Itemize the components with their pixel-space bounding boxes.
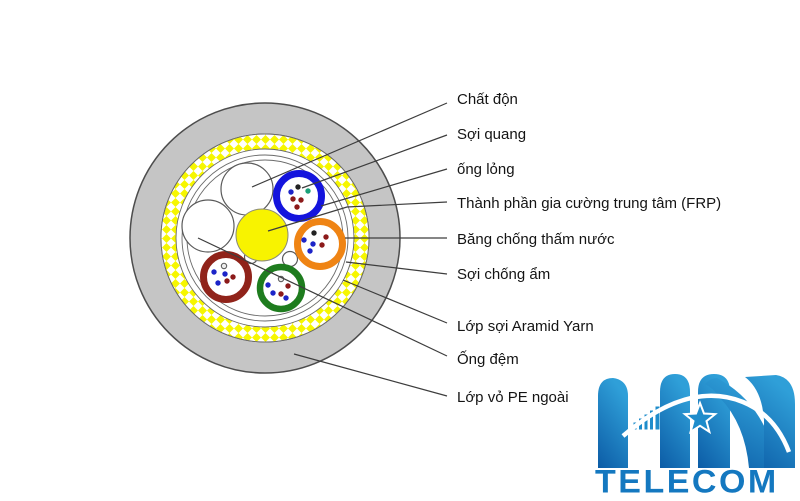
loose-tube-maroon: [200, 251, 252, 303]
loose-tube-green: [256, 263, 306, 313]
hn-logo-mark: [598, 374, 795, 468]
logo-n-diagonal: [705, 378, 776, 468]
logo-swoosh: [621, 393, 792, 453]
cable-cross-section: [129, 102, 401, 374]
label-aramid-yarn-layer: Lớp sợi Aramid Yarn: [457, 318, 594, 335]
logo-brand-text: TELECOM: [595, 464, 779, 501]
filler-rod-left: [181, 199, 235, 253]
leader-lines: [197, 102, 448, 397]
fiber-dots-orange-tube: [301, 230, 329, 254]
label-optical-fiber: Sợi quang: [457, 126, 527, 143]
fiber-dots-blue-tube: [288, 184, 311, 210]
leader-filler: [251, 102, 448, 188]
logo-bar-left: [598, 378, 628, 468]
label-central-strength-member: Thành phần gia cường trung tâm (FRP): [457, 195, 722, 212]
logo-star-icon: [682, 400, 718, 435]
leader-pe-jacket: [293, 353, 448, 397]
leader-buffer-tube: [197, 237, 448, 357]
frp-center: [235, 208, 289, 262]
filler-rod-top: [220, 162, 274, 216]
fiber-dots-maroon-tube: [211, 262, 236, 286]
leader-moisture-yarn: [345, 261, 448, 275]
label-water-blocking-tape: Băng chống thấm nước: [457, 231, 615, 248]
leader-frp: [267, 201, 448, 232]
label-filler-rod: Chất độn: [457, 91, 518, 108]
logo-bar-2: [660, 374, 690, 468]
label-moisture-blocking-yarn: Sợi chống ẩm: [457, 266, 551, 283]
leader-optical-fiber: [301, 134, 448, 189]
loose-tube-blue: [273, 170, 325, 222]
label-loose-tube: ống lỏng: [457, 161, 515, 178]
leader-aramid: [342, 279, 448, 324]
leader-loose-tube: [320, 168, 448, 207]
hn-telecom-logo: TELECOM: [593, 372, 800, 500]
label-outer-pe-jacket: Lớp vỏ PE ngoài: [457, 389, 569, 406]
label-buffer-tube: Ống đệm: [457, 351, 519, 368]
